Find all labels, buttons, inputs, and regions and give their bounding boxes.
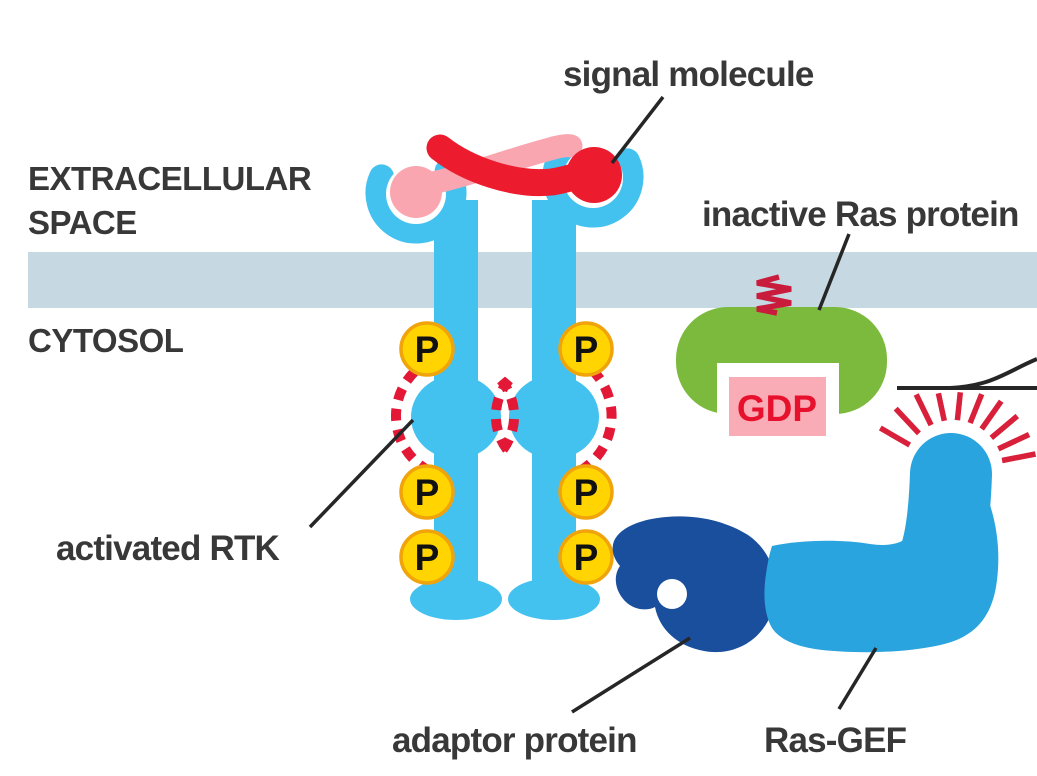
adaptor-protein-group <box>612 516 776 653</box>
burst-ray <box>997 432 1031 452</box>
label-activated-rtk: activated RTK <box>56 529 280 568</box>
label-signal-molecule: signal molecule <box>563 55 814 94</box>
receptor-left-ligand-cup <box>365 158 467 244</box>
label-ras-gef: Ras-GEF <box>764 721 907 760</box>
label-cytosol: CYTOSOL <box>28 322 184 359</box>
pointer-ras-gef <box>837 647 878 710</box>
phosphate-label: P <box>415 537 440 578</box>
ras-protein-group: GDP <box>676 274 887 436</box>
burst-ray <box>989 413 1020 441</box>
phosphate-badge <box>399 529 455 585</box>
label-adaptor-protein: adaptor protein <box>392 721 637 760</box>
burst-ray <box>913 393 934 427</box>
lipid-anchor-spring <box>756 274 792 316</box>
burst-ray <box>1001 451 1037 464</box>
ras-gef-activation-burst <box>878 392 1037 464</box>
phosphate-badge <box>399 321 455 377</box>
connector-curve <box>949 357 1037 390</box>
phosphate-label: P <box>574 472 599 513</box>
phosphate-labels: P P P P P P <box>415 329 599 578</box>
adaptor-protein-shape <box>612 516 776 653</box>
ligand-pink-ball <box>390 166 442 218</box>
phosphate-badge <box>558 529 614 585</box>
gdp-label: GDP <box>737 388 817 429</box>
pointer-adaptor-protein <box>571 636 691 714</box>
phosphate-label: P <box>415 472 440 513</box>
adaptor-binding-notch <box>657 579 687 609</box>
burst-ray <box>954 392 964 421</box>
next-panel-connector-line <box>897 357 1037 390</box>
dash-arc-middle-right <box>490 376 513 456</box>
dash-arc-right-outer <box>572 353 617 476</box>
ras-gef-group <box>764 433 999 653</box>
pointer-signal-molecule <box>610 95 665 165</box>
burst-ray <box>878 425 912 448</box>
phosphate-label: P <box>574 329 599 370</box>
ligand-group <box>390 134 622 218</box>
burst-ray <box>979 399 1004 431</box>
burst-ray <box>935 392 947 422</box>
pointer-lines <box>308 95 878 714</box>
phosphate-label: P <box>415 329 440 370</box>
receptor-left-kinase-domain <box>411 375 501 459</box>
phosphate-badge <box>399 464 455 520</box>
gdp-badge <box>729 377 826 436</box>
burst-ray <box>893 406 921 436</box>
ligand-pink-band <box>412 134 583 197</box>
pointer-inactive-ras <box>817 233 851 311</box>
ras-gef-arm <box>855 433 992 641</box>
phosphate-badge <box>558 464 614 520</box>
kinase-activation-dashes <box>390 353 617 476</box>
label-extracellular-space-line1: EXTRACELLULAR <box>28 160 312 197</box>
label-extracellular-space-line2: SPACE <box>28 204 137 241</box>
phosphate-badge <box>558 321 614 377</box>
signal-molecule-ball <box>566 147 622 203</box>
burst-ray <box>967 393 985 425</box>
phosphate-group <box>399 321 614 585</box>
receptor-right-kinase-domain <box>509 375 599 459</box>
receptor-left-tail <box>410 578 502 620</box>
label-inactive-ras-protein: inactive Ras protein <box>702 195 1019 234</box>
phosphate-label: P <box>574 537 599 578</box>
pointer-activated-rtk <box>308 418 415 529</box>
dash-arc-left-outer <box>390 355 435 475</box>
receptor-right-tail <box>508 578 600 620</box>
